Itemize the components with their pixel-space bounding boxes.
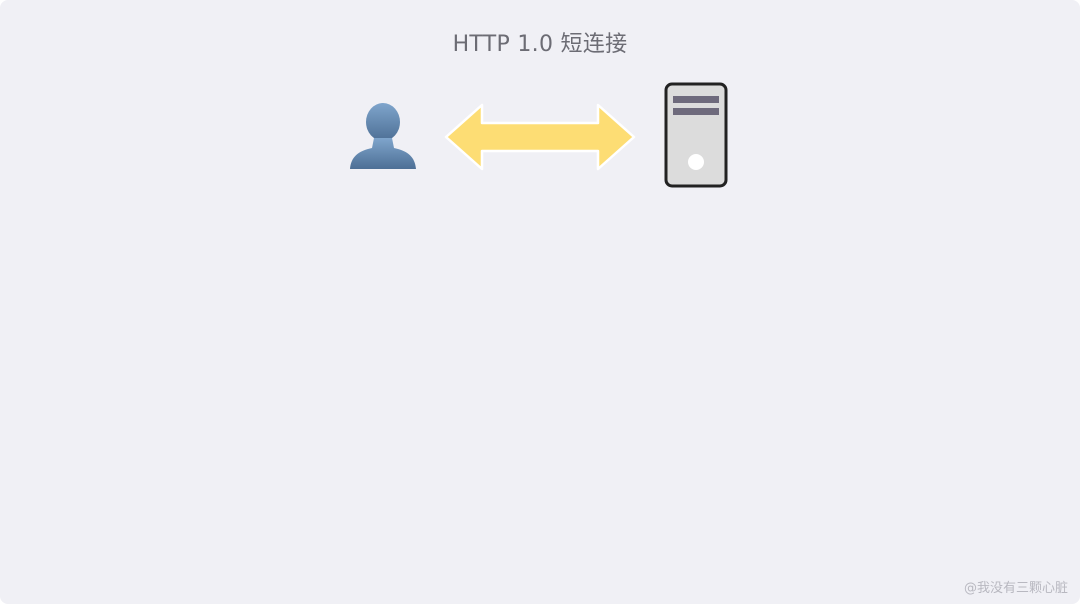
double-arrow-icon: [444, 103, 636, 171]
watermark: @我没有三颗心脏: [963, 581, 1068, 596]
server-icon: [664, 82, 728, 188]
diagram-title: HTTP 1.0 短连接: [452, 32, 628, 57]
user-icon: [350, 103, 416, 169]
